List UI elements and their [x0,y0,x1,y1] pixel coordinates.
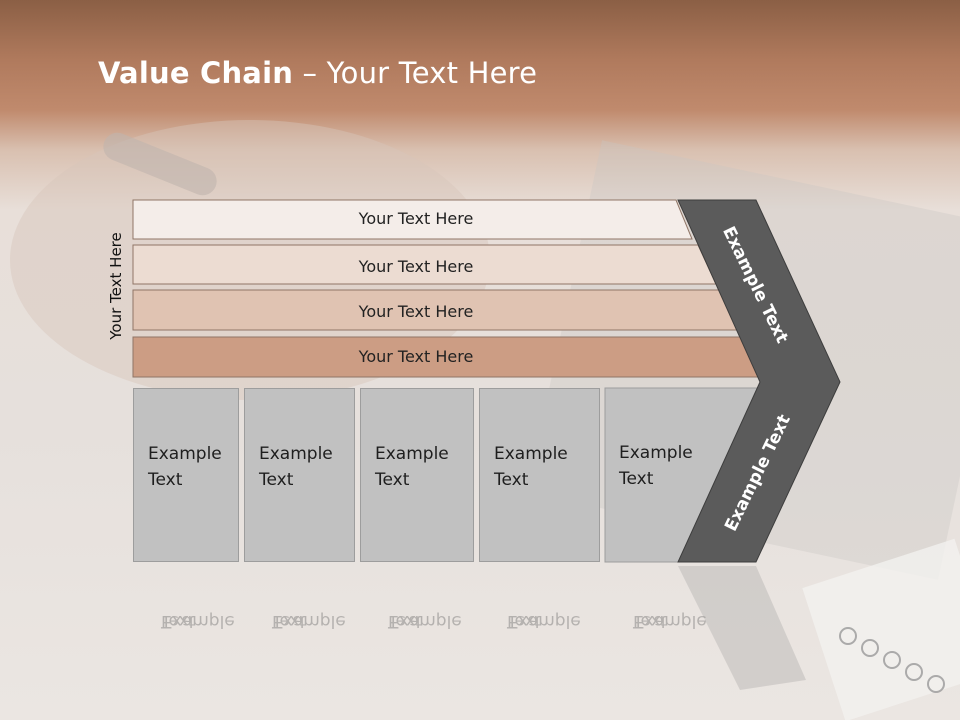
band-3-text: Your Text Here [358,302,474,321]
chevron-reflection [678,566,806,690]
band-4-text: Your Text Here [358,347,474,366]
title-bold: Value Chain [98,56,294,90]
slide-title: Value Chain – Your Text Here [98,56,537,90]
title-rest: – Your Text Here [293,56,538,90]
band-1-text: Your Text Here [358,209,474,228]
notebook-rings-icon [839,627,945,693]
chevron-arrow [677,199,841,563]
band-2-text: Your Text Here [358,257,474,276]
band-1 [132,199,693,240]
